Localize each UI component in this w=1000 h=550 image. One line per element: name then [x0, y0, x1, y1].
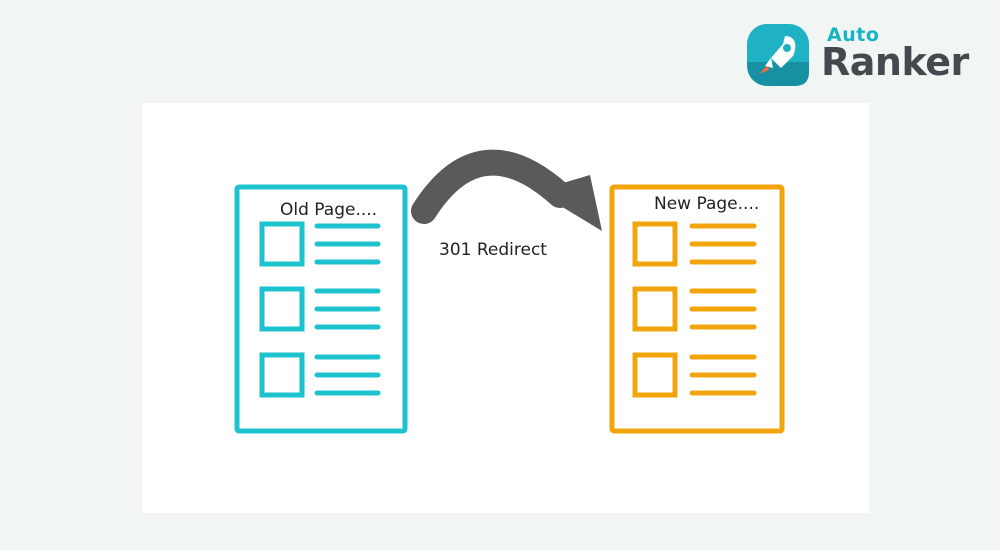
new-page-row [632, 352, 757, 398]
new-page: New Page.... [609, 184, 785, 434]
old-page-row [259, 352, 381, 398]
new-page-row-box [632, 352, 678, 398]
old-page-row-box [259, 286, 305, 332]
old-page-title: Old Page.... [280, 200, 377, 220]
old-page-row [259, 286, 381, 332]
redirect-label: 301 Redirect [439, 240, 547, 260]
diagram-panel: Old Page.... 3 [142, 103, 869, 513]
rocket-icon [747, 24, 809, 86]
old-page-row-box [259, 352, 305, 398]
old-page-row [259, 221, 381, 267]
new-page-frame [609, 184, 785, 434]
old-page-row-box [259, 221, 305, 267]
arrow-head [536, 175, 602, 231]
brand-word-auto: Auto [827, 24, 880, 46]
brand-word-ranker: Ranker [821, 40, 969, 84]
redirect-arrow: 301 Redirect [411, 149, 602, 260]
new-page-row [632, 221, 757, 267]
arrow-shaft [411, 149, 573, 224]
new-page-title: New Page.... [654, 194, 759, 214]
new-page-row-box [632, 221, 678, 267]
redirect-diagram: Old Page.... 3 [234, 149, 785, 434]
new-page-row-box [632, 286, 678, 332]
new-page-row [632, 286, 757, 332]
old-page: Old Page.... [234, 184, 408, 434]
old-page-frame [234, 184, 408, 434]
autoranker-logo: Auto Ranker [745, 22, 985, 92]
